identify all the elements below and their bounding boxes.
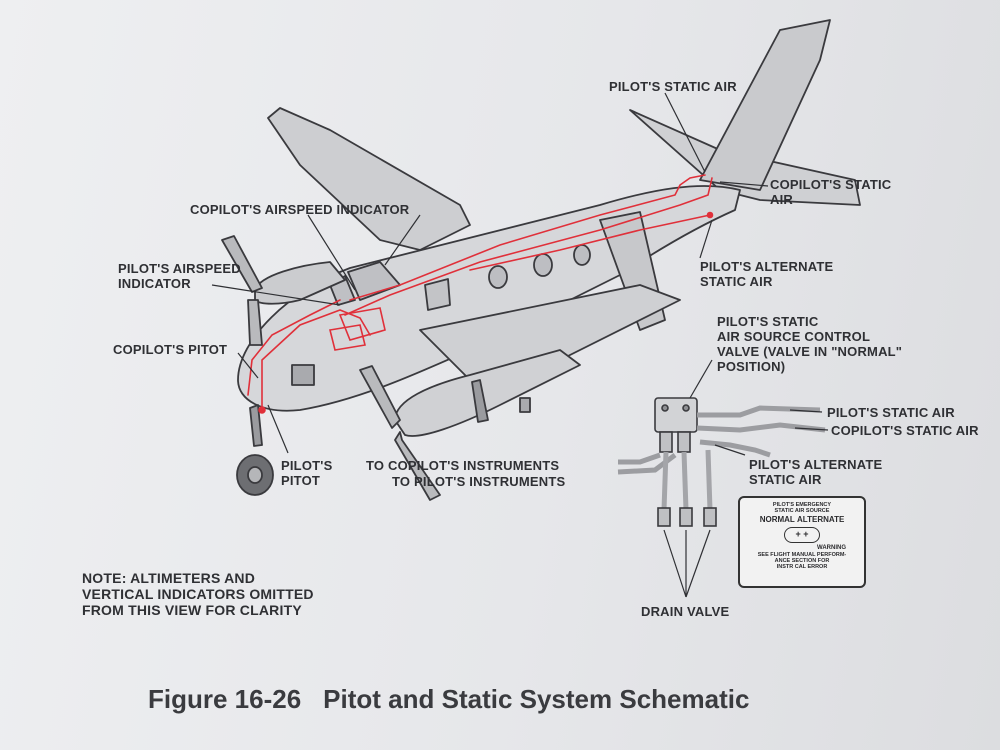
label-copilots-pitot: COPILOT'S PITOT (113, 342, 228, 357)
fuselage-panel (519, 397, 531, 413)
leader-line (689, 359, 713, 399)
leader-line (719, 181, 769, 187)
valve-stem (659, 431, 673, 453)
placard-modes: NORMAL ALTERNATE (740, 515, 864, 524)
label-pilots-static-air-right: PILOT'S STATIC AIR (827, 405, 955, 420)
label-to-pilots-instruments: TO PILOT'S INSTRUMENTS (392, 474, 566, 489)
label-copilots-static-air-tail: COPILOT'S STATIC AIR (770, 177, 892, 207)
placard-warning: WARNING (817, 545, 846, 551)
leader-lines (211, 92, 829, 598)
leader-line (794, 427, 829, 431)
emergency-static-air-placard: PILOT'S EMERGENCY STATIC AIR SOURCE NORM… (738, 496, 866, 588)
leader-line (237, 352, 259, 379)
label-to-copilots-instruments: TO COPILOT'S INSTRUMENTS (366, 458, 560, 473)
static-port (706, 211, 714, 219)
copilot-static-line (344, 177, 713, 316)
leader-line (384, 214, 421, 266)
cabin-window (488, 265, 508, 289)
drain-fitting (657, 507, 671, 527)
leader-line (663, 529, 687, 598)
drain-line (705, 449, 713, 511)
leader-line (685, 529, 711, 598)
nose-gear-strut (249, 404, 263, 447)
label-pilots-pitot: PILOT'S PITOT (281, 458, 333, 488)
far-engine-nacelle (254, 261, 346, 305)
note-text: NOTE: ALTIMETERS AND VERTICAL INDICATORS… (82, 570, 314, 618)
placard-line: PILOT'S EMERGENCY (772, 502, 832, 508)
pitot-head (258, 406, 266, 414)
leader-line (267, 404, 289, 454)
nose-wheel-hub (247, 466, 263, 484)
near-wing (419, 284, 681, 381)
drain-fitting (679, 507, 693, 527)
instrument-loop (338, 307, 386, 341)
label-pilots-static-air-source-control-valve: PILOT'S STATIC AIR SOURCE CONTROL VALVE … (717, 314, 903, 374)
leader-line (307, 214, 356, 291)
static-air-source-valve-assembly (617, 397, 826, 527)
cabin-window (573, 244, 591, 266)
placard-knob-icon: + + (784, 527, 820, 543)
pitot-line-copilot (247, 299, 341, 396)
valve-body (654, 397, 698, 433)
main-gear (471, 379, 489, 423)
static-tube (699, 439, 771, 458)
near-propeller (359, 365, 441, 501)
placard-normal: NORMAL (759, 515, 795, 524)
static-tube (697, 405, 821, 418)
aircraft-illustration (221, 19, 861, 501)
cabin-door (424, 278, 451, 311)
drain-line (661, 451, 669, 511)
figure-title: Pitot and Static System Schematic (323, 684, 750, 714)
label-copilots-static-air-right: COPILOT'S STATIC AIR (831, 423, 979, 438)
valve-stem (677, 431, 691, 453)
figure-caption: Figure 16-26 Pitot and Static System Sche… (148, 684, 749, 715)
pitot-static-lines (247, 174, 714, 414)
leader-line (664, 92, 706, 173)
vertical-fin (699, 19, 831, 191)
drain-line (681, 451, 689, 511)
label-pilots-static-air-top: PILOT'S STATIC AIR (609, 79, 737, 94)
figure-number: Figure 16-26 (148, 684, 302, 714)
drain-fitting (703, 507, 717, 527)
cabin-window (533, 253, 553, 277)
valve-bolt (682, 404, 690, 412)
label-copilots-airspeed-indicator: COPILOT'S AIRSPEED INDICATOR (190, 202, 410, 217)
placard-line: STATIC AIR SOURCE (774, 508, 830, 514)
instrument-tube (617, 453, 677, 475)
placard-line: INSTR CAL ERROR (776, 564, 828, 570)
leader-line (699, 219, 713, 259)
label-drain-valve: DRAIN VALVE (641, 604, 730, 619)
static-tube (696, 422, 826, 433)
placard-line: SEE FLIGHT MANUAL PERFORM- (757, 552, 847, 558)
leader-line (789, 409, 823, 413)
label-pilots-airspeed-indicator: PILOT'S AIRSPEED INDICATOR (118, 261, 241, 291)
leader-line (211, 284, 341, 306)
pitot-line-pilot (261, 309, 371, 411)
alternate-static-line (469, 214, 711, 271)
near-engine-nacelle (394, 349, 581, 437)
far-propeller (221, 235, 263, 346)
placard-alternate: ALTERNATE (797, 515, 845, 524)
label-pilots-alternate-static-air-top: PILOT'S ALTERNATE STATIC AIR (700, 259, 834, 289)
placard-line: ANCE SECTION FOR (774, 558, 830, 564)
pilot-static-line (349, 174, 706, 301)
instrument-loop (329, 324, 366, 351)
label-pilots-alternate-static-air-bottom: PILOT'S ALTERNATE STATIC AIR (749, 457, 883, 487)
far-wing (267, 107, 471, 251)
fuselage-panel (291, 364, 315, 386)
instrument-tube (618, 452, 661, 465)
leader-line (714, 444, 746, 456)
valve-bolt (661, 404, 669, 412)
